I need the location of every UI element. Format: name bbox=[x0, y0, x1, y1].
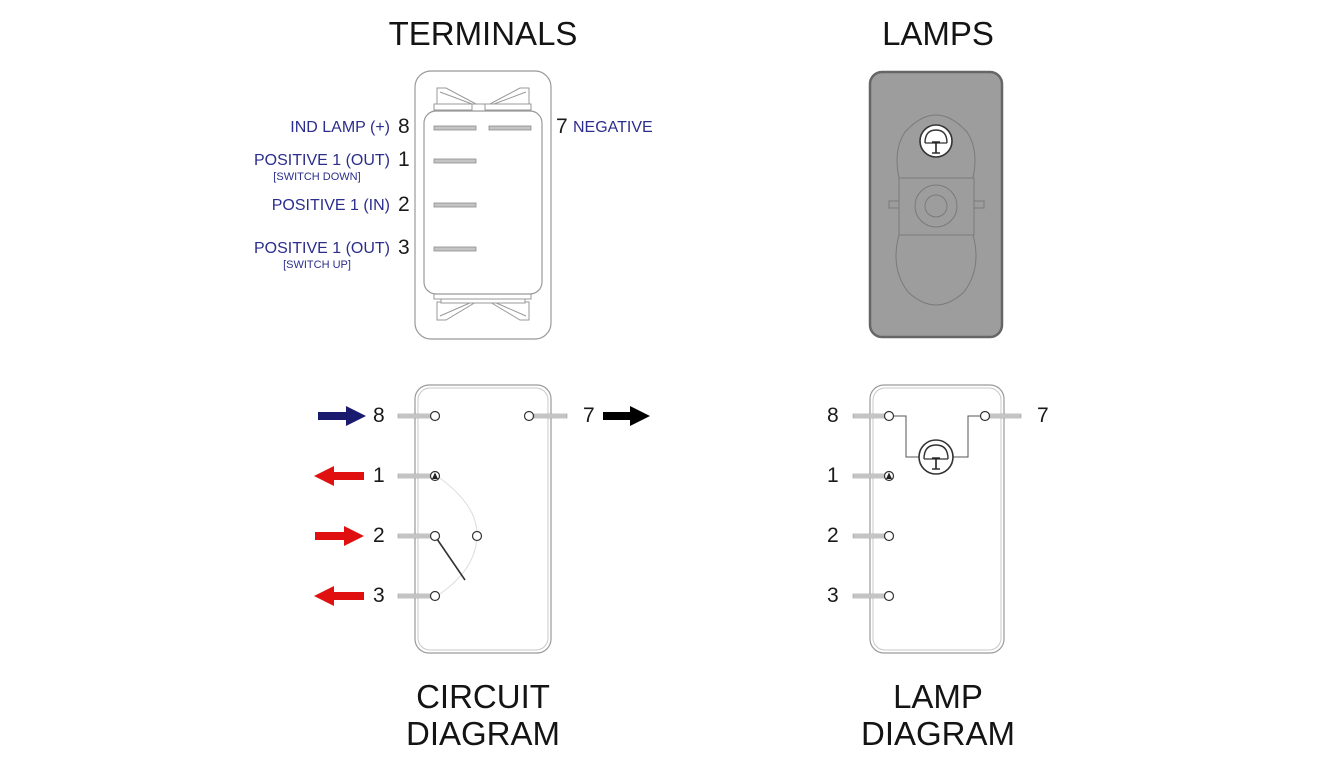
circuit-pin-7: 7 bbox=[583, 404, 595, 427]
lamp-lead-1 bbox=[852, 473, 887, 479]
terminal-note-3: [SWITCH UP] bbox=[283, 259, 351, 271]
circuit-outline-outer bbox=[414, 384, 552, 654]
circuit-contact-3 bbox=[429, 590, 441, 602]
lamp-pin-1: 1 bbox=[827, 464, 839, 487]
circuit-pin-8: 8 bbox=[373, 404, 385, 427]
blade-2 bbox=[433, 202, 477, 208]
lamp-outline-inner bbox=[872, 387, 1002, 651]
lamp-wire-8 bbox=[894, 415, 919, 458]
circuit-contact-center bbox=[471, 530, 483, 542]
lamp-lead-8 bbox=[852, 413, 887, 419]
circuit-lead-8 bbox=[397, 413, 432, 419]
circuit-contact-8 bbox=[429, 410, 441, 422]
lamp-contact-8 bbox=[883, 410, 895, 422]
lamp-symbol-icon bbox=[918, 439, 954, 475]
circuit-contact-2 bbox=[429, 530, 441, 542]
terminal-label-2: POSITIVE 1 (IN) bbox=[271, 197, 390, 214]
lamp-diagram-title-line2: DIAGRAM bbox=[860, 715, 1015, 752]
indicator-lamp-icon bbox=[919, 124, 953, 158]
circuit-lead-7 bbox=[533, 413, 568, 419]
blade-1 bbox=[433, 158, 477, 164]
circuit-contact-1-marker bbox=[432, 472, 438, 479]
circuit-lead-1 bbox=[397, 473, 432, 479]
blade-8 bbox=[433, 125, 477, 131]
lamp-pin-7: 7 bbox=[1037, 404, 1049, 427]
circuit-pin-3: 3 bbox=[373, 584, 385, 607]
terminal-number-8: 8 bbox=[398, 115, 410, 138]
lamp-diagram-title-line1: LAMP bbox=[893, 678, 983, 715]
terminal-number-2: 2 bbox=[398, 193, 410, 216]
lamp-wire-7 bbox=[953, 415, 980, 458]
arrow-in-8 bbox=[318, 406, 366, 426]
terminal-number-7: 7 bbox=[556, 115, 568, 138]
circuit-diagram-drawing bbox=[314, 384, 650, 654]
terminal-label-7: NEGATIVE bbox=[573, 119, 653, 136]
lamp-contact-3 bbox=[883, 590, 895, 602]
lamps-title: LAMPS bbox=[882, 15, 994, 52]
terminal-label-8: IND LAMP (+) bbox=[290, 119, 390, 136]
circuit-diagram-title-line2: DIAGRAM bbox=[405, 715, 560, 752]
lamp-outline-outer bbox=[869, 384, 1005, 654]
blade-7 bbox=[488, 125, 532, 131]
circuit-contact-7 bbox=[523, 410, 535, 422]
lamp-diagram-drawing bbox=[852, 384, 1022, 654]
switch-body bbox=[423, 110, 543, 295]
rocker-tab-right bbox=[973, 200, 985, 209]
circuit-outline-inner bbox=[417, 387, 549, 651]
terminals-title: TERMINALS bbox=[388, 15, 578, 52]
lamp-lead-7 bbox=[987, 413, 1022, 419]
circuit-diagram-title-line1: CIRCUIT bbox=[416, 678, 550, 715]
rocker-body bbox=[868, 70, 1004, 339]
arrow-out-3 bbox=[314, 586, 364, 606]
lamp-pin-8: 8 bbox=[827, 404, 839, 427]
lamp-lead-3 bbox=[852, 593, 887, 599]
terminal-label-1: POSITIVE 1 (OUT) bbox=[253, 152, 390, 169]
lamp-contact-7 bbox=[979, 410, 991, 422]
rocker-center-ring-outer bbox=[914, 184, 958, 228]
terminal-note-1: [SWITCH DOWN] bbox=[273, 171, 361, 183]
switch-lever bbox=[436, 538, 466, 581]
arrow-out-7 bbox=[603, 406, 650, 426]
arrow-out-1 bbox=[314, 466, 364, 486]
arrow-in-2 bbox=[315, 526, 364, 546]
blade-3 bbox=[433, 246, 477, 252]
lamps-rocker-drawing bbox=[868, 70, 1004, 339]
top-clip bbox=[433, 87, 532, 117]
rocker-upper-lobe bbox=[896, 114, 976, 179]
rocker-center-ring-inner bbox=[924, 194, 948, 218]
circuit-pin-1: 1 bbox=[373, 464, 385, 487]
rocker-lower-lobe bbox=[895, 234, 977, 306]
terminal-number-1: 1 bbox=[398, 148, 410, 171]
circuit-pin-2: 2 bbox=[373, 524, 385, 547]
terminal-label-3: POSITIVE 1 (OUT) bbox=[253, 240, 390, 257]
terminals-switch-drawing bbox=[414, 70, 552, 340]
terminal-number-3: 3 bbox=[398, 236, 410, 259]
lamp-contact-1-marker bbox=[886, 472, 892, 479]
circuit-lead-2 bbox=[397, 533, 432, 539]
lamp-lead-2 bbox=[852, 533, 887, 539]
lamp-pin-2: 2 bbox=[827, 524, 839, 547]
lamp-contact-2 bbox=[883, 530, 895, 542]
circuit-lead-3 bbox=[397, 593, 432, 599]
lamp-pin-3: 3 bbox=[827, 584, 839, 607]
rocker-tab-left bbox=[888, 200, 900, 209]
